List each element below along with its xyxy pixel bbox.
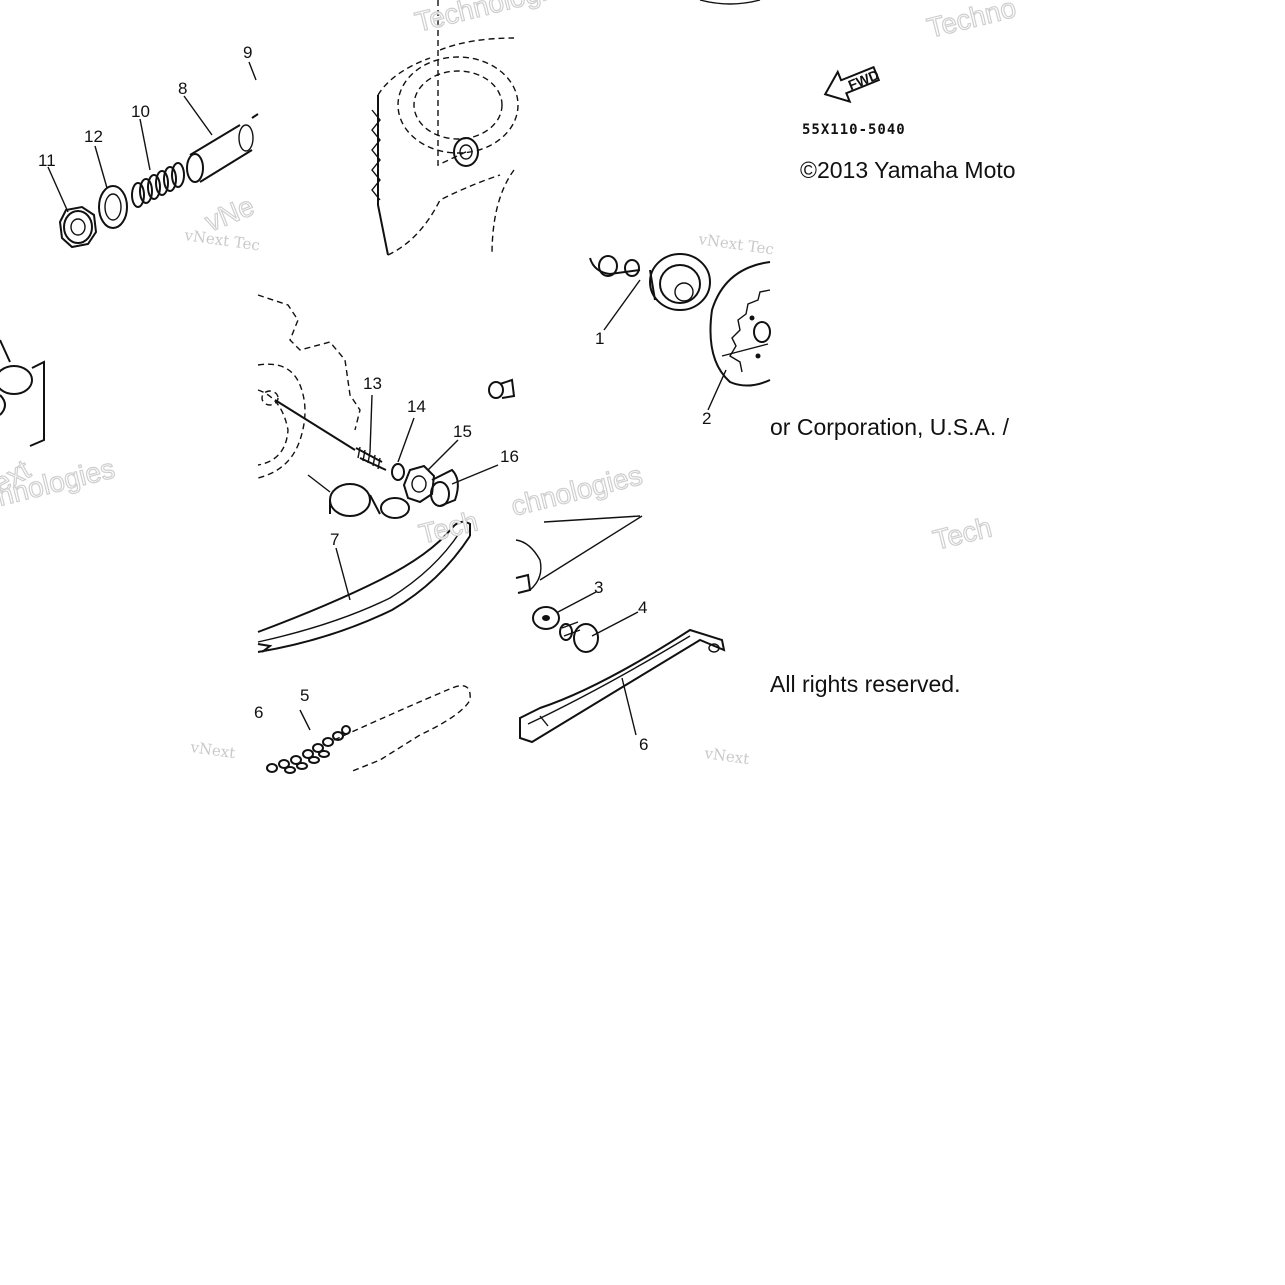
fwd-arrow-group: FWD — [699, 0, 882, 104]
chain-links — [266, 725, 351, 774]
callout-2: 2 — [702, 409, 711, 428]
cylinder-head-top-group — [371, 0, 519, 256]
callout-8: 8 — [178, 79, 187, 98]
camshaft-group — [589, 253, 771, 411]
part-code: 55X110-5040 — [802, 122, 906, 138]
stud-hole — [453, 137, 479, 167]
callout-4: 4 — [638, 598, 647, 617]
watermark-technologies-1: Technologies — [412, 0, 578, 38]
part-16-cap — [430, 468, 459, 507]
part-6-chain-guide — [519, 628, 726, 744]
part-12-washer — [98, 185, 128, 229]
watermark-technologies-3: Tech — [930, 511, 995, 555]
callout-9: 9 — [243, 43, 252, 62]
callout-13: 13 — [363, 374, 382, 393]
watermark-vnext-3: vNext — [188, 738, 236, 762]
part-8-rod — [186, 113, 259, 183]
callout-10: 10 — [131, 102, 150, 121]
guide-bolt-group — [515, 515, 643, 653]
part-14-oring — [391, 463, 405, 481]
part-1-camshaft — [649, 253, 711, 311]
part-3-washer — [532, 606, 560, 630]
copyright-line-3: All rights reserved. — [770, 671, 961, 697]
watermark-vnext-4: vNext — [702, 744, 750, 768]
left-cutoff-group — [0, 339, 45, 447]
callout-14: 14 — [407, 397, 426, 416]
part-4-bolt — [559, 621, 599, 653]
part-7-chain-guide — [257, 520, 471, 653]
callout-6: 6 — [639, 735, 648, 754]
watermark-technologies-2: Techno — [924, 0, 1019, 44]
watermark-technologies-4: Tech — [416, 505, 481, 549]
callout-6-partial: 6 — [254, 703, 263, 722]
callout-5: 5 — [300, 686, 309, 705]
part-2-cam-sprocket — [709, 261, 771, 387]
fwd-arrow-icon: FWD — [823, 65, 882, 104]
watermark-hnologies-2: chnologies — [508, 459, 645, 521]
watermark-vnext-2: vNext Tec — [696, 230, 775, 259]
callout-11: 11 — [38, 151, 56, 170]
copyright-line-1: ©2013 Yamaha Moto — [800, 157, 1016, 183]
copyright-line-2: or Corporation, U.S.A. / — [770, 414, 1010, 440]
part-13-stud — [355, 446, 387, 471]
small-bolt — [488, 378, 516, 399]
crankcase-group — [257, 294, 516, 519]
watermarks: vNext Tec vNext Tec vNext vNext Technolo… — [0, 0, 1020, 768]
part-5-timing-chain — [266, 685, 471, 774]
part-10-spring — [131, 162, 185, 208]
callout-labels: 2 1 3 4 5 6 7 8 9 10 11 12 13 14 15 16 6 — [38, 43, 711, 754]
fwd-label: FWD — [846, 66, 882, 93]
callout-12: 12 — [84, 127, 103, 146]
watermark-vne-1: vNe — [201, 190, 259, 237]
tensioner-parts-group — [47, 61, 259, 249]
callout-1: 1 — [595, 329, 604, 348]
callout-7: 7 — [330, 530, 339, 549]
part-15-nut — [402, 464, 436, 504]
callout-15: 15 — [453, 422, 472, 441]
crank-sprocket-hub — [329, 483, 410, 519]
callout-16: 16 — [500, 447, 519, 466]
callout-3: 3 — [594, 578, 603, 597]
part-11-nut — [58, 205, 98, 249]
